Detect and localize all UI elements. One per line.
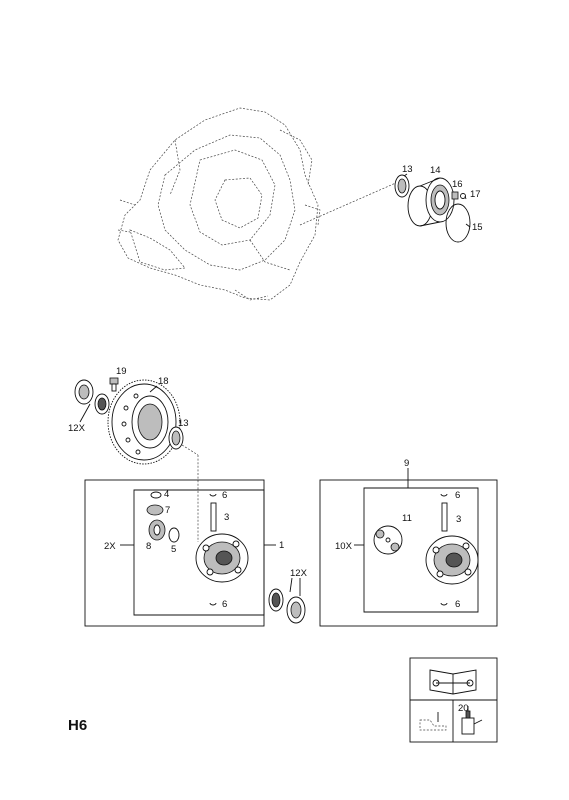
part-6-clip-left-bottom: [209, 602, 217, 606]
part-3-shaft-left: [210, 502, 217, 532]
callout-16: 16: [452, 179, 463, 190]
callout-6-left-top: 6: [222, 490, 227, 501]
part-6-clip-right-top: [440, 493, 448, 497]
part-16-bolt: [451, 191, 459, 200]
callout-9: 9: [404, 458, 409, 469]
callout-17: 17: [470, 189, 481, 200]
book-wrench-icon: [429, 669, 477, 695]
part-18-ring-gear: [107, 379, 181, 465]
part-12x-bearing-upper: [74, 379, 110, 415]
callout-14: 14: [430, 165, 441, 176]
callout-13-side: 13: [178, 418, 189, 429]
callout-6-right-bottom: 6: [455, 599, 460, 610]
callout-2x: 2X: [104, 541, 116, 552]
part-5-washer: [168, 527, 180, 543]
part-19-bolt: [109, 377, 119, 392]
legend-part-number: 20: [458, 703, 469, 714]
callout-18: 18: [158, 376, 169, 387]
part-13-top-seal: [394, 174, 410, 198]
callout-12x-lower: 12X: [290, 568, 308, 579]
part-3-shaft-right: [441, 502, 448, 532]
callout-13-top: 13: [402, 164, 413, 175]
callout-7: 7: [165, 505, 170, 516]
sealant-tube-icon: [461, 706, 483, 735]
callout-12x-upper: 12X: [68, 423, 86, 434]
right-assembly-box: [319, 468, 498, 627]
part-12x-bearing-lower: [268, 588, 306, 624]
differential-case-left: [195, 533, 249, 583]
part-15-o-ring: [445, 203, 471, 243]
differential-case-right: [425, 535, 479, 585]
part-17-pin: [460, 193, 466, 199]
oil-level-icon: [419, 712, 447, 731]
callout-1: 1: [279, 540, 284, 551]
part-13-side-seal: [168, 426, 184, 450]
left-assembly-box: [84, 479, 276, 627]
callout-11: 11: [402, 513, 412, 524]
callout-5: 5: [171, 544, 176, 555]
part-7-pinion-gear: [146, 504, 164, 516]
callout-19: 19: [116, 366, 127, 377]
callout-3-left: 3: [224, 512, 229, 523]
part-4-washer: [150, 491, 162, 499]
callout-8: 8: [146, 541, 151, 552]
page-code: H6: [68, 717, 87, 734]
legend-box: [409, 657, 498, 743]
part-6-clip-left-top: [209, 493, 217, 497]
callout-6-right-top: 6: [455, 490, 460, 501]
part-8-side-gear: [148, 519, 166, 541]
callout-4: 4: [164, 489, 169, 500]
callout-3-right: 3: [456, 514, 461, 525]
part-14-bearing-housing: [407, 177, 455, 227]
part-6-clip-right-bottom: [440, 602, 448, 606]
transmission-housing-outline: [117, 107, 399, 301]
callout-15: 15: [472, 222, 483, 233]
part-11-spider-cross: [373, 525, 403, 555]
callout-10x: 10X: [335, 541, 353, 552]
callout-6-left-bottom: 6: [222, 599, 227, 610]
